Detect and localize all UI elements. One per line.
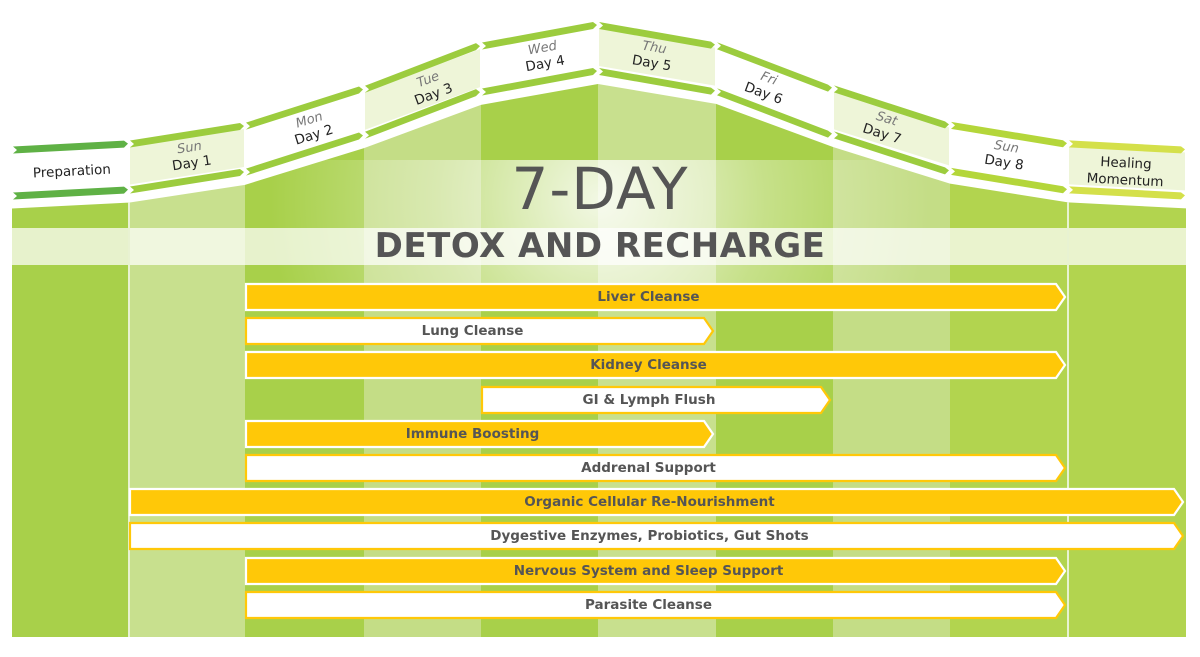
weekday-label: Fri bbox=[758, 69, 779, 89]
timeline-bottom-band bbox=[246, 132, 363, 176]
timeline-top-band bbox=[951, 121, 1067, 148]
protocol-bar-shape bbox=[244, 556, 1067, 585]
timeline-bottom-band bbox=[13, 186, 128, 200]
protocol-bar-shape bbox=[244, 590, 1067, 619]
protocol-bar-shape bbox=[244, 317, 715, 346]
protocol-bar-label: GI & Lymph Flush bbox=[582, 391, 716, 408]
timeline-cell bbox=[717, 48, 832, 129]
timeline-bottom-band bbox=[717, 88, 832, 138]
timeline-top-band bbox=[365, 43, 480, 93]
protocol-bar-shape bbox=[128, 488, 1185, 517]
timeline-bottom-band bbox=[599, 68, 715, 95]
protocol-bar-label: Lung Cleanse bbox=[421, 323, 524, 340]
protocol-bar: Parasite Cleanse bbox=[244, 590, 1067, 619]
protocol-bar-label: Dygestive Enzymes, Probiotics, Gut Shots bbox=[490, 528, 809, 545]
timeline-bottom-band bbox=[482, 68, 597, 96]
protocol-bar: Kidney Cleanse bbox=[244, 351, 1067, 380]
timeline-cell bbox=[1069, 146, 1185, 191]
protocol-bar-label: Kidney Cleanse bbox=[590, 357, 707, 374]
protocol-bar: Addrenal Support bbox=[244, 453, 1067, 483]
protocol-bar-label: Liver Cleanse bbox=[597, 289, 700, 305]
protocol-bar-shape bbox=[480, 385, 832, 414]
phase-label: Preparation bbox=[33, 162, 112, 182]
protocol-bar-shape bbox=[244, 282, 1067, 312]
protocol-bar-label: Immune Boosting bbox=[405, 425, 540, 442]
timeline-cell bbox=[834, 91, 949, 166]
weekday-label: Sat bbox=[874, 109, 900, 130]
timeline-cell bbox=[246, 92, 363, 167]
timeline-bottom-band bbox=[365, 89, 480, 139]
timeline-top-band bbox=[13, 140, 128, 154]
day-label: Day 1 bbox=[171, 153, 213, 175]
timeline-top-band bbox=[599, 22, 715, 49]
phase-label: Healing bbox=[1100, 154, 1152, 173]
protocol-bar: Immune Boosting bbox=[244, 419, 715, 448]
protocol-bar: Organic Cellular Re-Nourishment bbox=[128, 488, 1185, 517]
day-label: Day 4 bbox=[524, 52, 566, 75]
timeline-top-band bbox=[482, 22, 597, 50]
timeline-top-band bbox=[130, 123, 244, 148]
protocol-bar: Nervous System and Sleep Support bbox=[244, 556, 1067, 585]
timeline-cell bbox=[13, 146, 128, 191]
timeline-top-band bbox=[246, 86, 363, 130]
column-fill bbox=[12, 202, 129, 638]
day-label: Day 5 bbox=[631, 52, 673, 74]
timeline-top-band bbox=[834, 85, 949, 129]
protocol-bar: Dygestive Enzymes, Probiotics, Gut Shots bbox=[128, 522, 1185, 551]
weekday-label: Wed bbox=[527, 38, 559, 58]
title-band bbox=[12, 228, 1186, 265]
protocol-bar-label: Organic Cellular Re-Nourishment bbox=[524, 494, 775, 511]
timeline-cell bbox=[365, 49, 480, 130]
timeline-top-band bbox=[717, 42, 832, 92]
protocol-bar: Lung Cleanse bbox=[244, 317, 715, 346]
timeline-bottom-band bbox=[130, 169, 244, 194]
weekday-label: Sun bbox=[176, 139, 203, 158]
day-label: Day 8 bbox=[983, 152, 1025, 174]
timeline-label-group: Preparation bbox=[33, 162, 112, 182]
timeline-top-band bbox=[1069, 140, 1185, 154]
title-detox-and-recharge: DETOX AND RECHARGE bbox=[374, 226, 826, 266]
protocol-bar-shape bbox=[244, 419, 715, 448]
timeline-cell bbox=[482, 28, 597, 87]
timeline-bottom-band bbox=[834, 131, 949, 175]
timeline-cell bbox=[599, 28, 715, 86]
protocol-bar-shape bbox=[244, 453, 1067, 483]
timeline-bottom-band bbox=[1069, 186, 1185, 200]
weekday-label: Thu bbox=[641, 39, 668, 58]
weekday-label: Tue bbox=[415, 69, 442, 91]
protocol-bar-label: Addrenal Support bbox=[581, 460, 716, 476]
protocol-bar-label: Nervous System and Sleep Support bbox=[513, 562, 784, 579]
timeline-bottom-band bbox=[951, 167, 1067, 194]
protocol-bar-shape bbox=[128, 522, 1185, 551]
phase-label: Momentum bbox=[1086, 170, 1164, 190]
protocol-bar-shape bbox=[244, 351, 1067, 380]
protocol-bar-label: Parasite Cleanse bbox=[585, 596, 712, 613]
protocol-bar: GI & Lymph Flush bbox=[480, 385, 832, 414]
title-7-day: 7-DAY bbox=[511, 155, 689, 223]
protocol-bar: Liver Cleanse bbox=[244, 282, 1067, 312]
weekday-label: Sun bbox=[993, 138, 1020, 157]
